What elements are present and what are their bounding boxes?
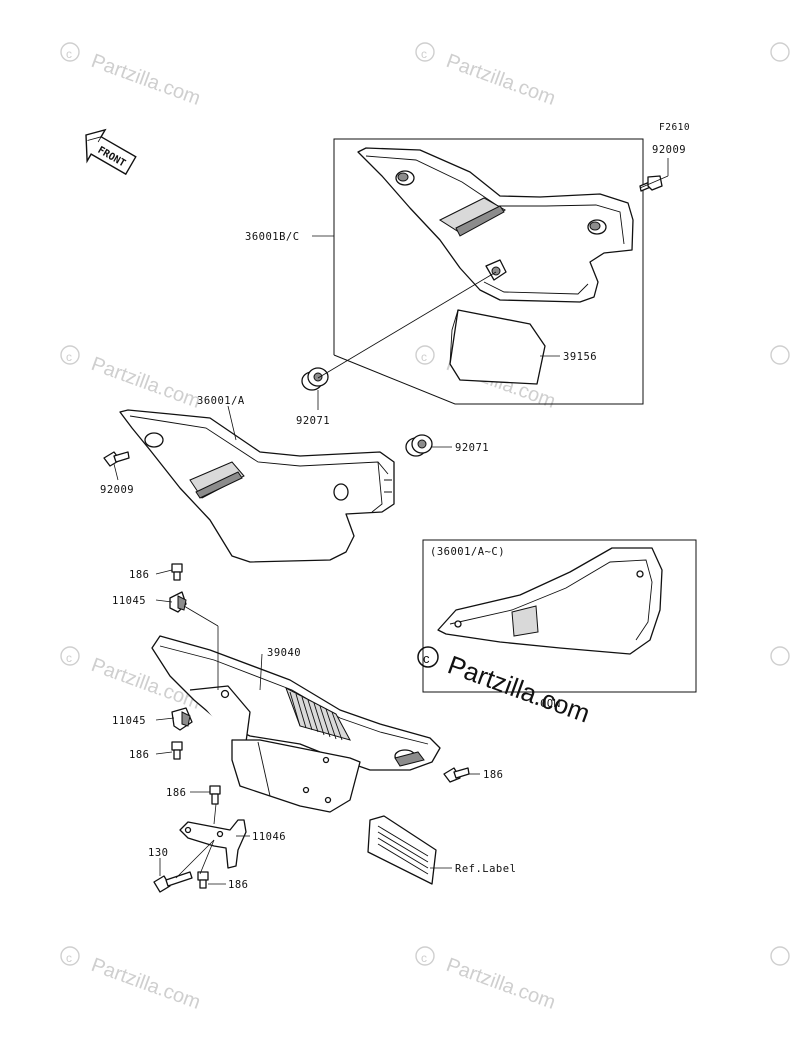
leader-11045-a xyxy=(155,599,173,603)
bolt-130 xyxy=(153,871,193,893)
side-cover-upper xyxy=(357,147,634,303)
callout-11046: 11046 xyxy=(252,831,286,843)
leader-92009-top xyxy=(639,175,669,189)
callout-39156: 39156 xyxy=(563,351,597,363)
svg-text:c: c xyxy=(66,651,72,665)
callout-36001a: 36001/A xyxy=(197,395,245,407)
bolt-186-e xyxy=(197,871,209,889)
copyright-icon xyxy=(417,646,439,668)
clamp-11045-mid xyxy=(171,707,193,731)
side-cover-left xyxy=(119,409,395,563)
callout-186-e: 186 xyxy=(228,879,248,891)
watermark-2: c Partzilla.com xyxy=(415,42,558,110)
figure-code: F2610 xyxy=(659,122,690,133)
watermark-text: Partzilla.com xyxy=(88,954,203,1014)
big-watermark: c Partzilla.com xyxy=(417,646,594,729)
svg-text:c: c xyxy=(66,350,72,364)
callout-186-b: 186 xyxy=(129,749,149,761)
svg-text:c: c xyxy=(423,651,430,666)
leader-36001a xyxy=(227,405,237,441)
leader-92009-left xyxy=(113,463,119,481)
clamp-11045-top xyxy=(169,591,187,613)
big-watermark-text: Partzilla.com xyxy=(444,649,594,728)
callout-130: 130 xyxy=(148,847,168,859)
watermark-8 xyxy=(770,646,790,666)
callout-36001bc: 36001B/C xyxy=(245,231,300,243)
svg-text:c: c xyxy=(421,47,427,61)
watermark-1: c Partzilla.com xyxy=(60,42,203,110)
callout-92071-a: 92071 xyxy=(296,415,330,427)
callout-39040: 39040 xyxy=(267,647,301,659)
svg-text:c: c xyxy=(66,47,72,61)
watermark-text: Partzilla.com xyxy=(443,50,558,110)
svg-text:c: c xyxy=(66,951,72,965)
watermark-10: c Partzilla.com xyxy=(415,946,558,1014)
watermark-4: c Partzilla.com xyxy=(60,345,203,413)
inset-tag: MOD xyxy=(540,696,560,708)
callout-92009-left: 92009 xyxy=(100,484,134,496)
callout-ref-label: Ref.Label xyxy=(455,863,516,875)
watermark-text: Partzilla.com xyxy=(88,353,203,413)
bolt-186-c xyxy=(443,767,470,783)
inset-box xyxy=(422,539,697,693)
bolt-186-d xyxy=(209,785,221,805)
inset-side-cover xyxy=(437,547,663,655)
inset-title: (36001/A~C) xyxy=(430,546,505,558)
bolt-186-a xyxy=(171,563,183,581)
callout-92009-top: 92009 xyxy=(652,144,686,156)
callout-186-c: 186 xyxy=(483,769,503,781)
watermark-3 xyxy=(770,42,790,62)
watermark-text: Partzilla.com xyxy=(88,50,203,110)
watermark-6 xyxy=(770,345,790,365)
leader-186-b xyxy=(155,751,173,755)
bracket-plate xyxy=(231,739,361,813)
watermark-11 xyxy=(770,946,790,966)
bolt-92009-left xyxy=(103,451,130,467)
grommet-92071-a xyxy=(301,367,329,391)
ref-label-plate xyxy=(367,815,437,885)
watermark-9: c Partzilla.com xyxy=(60,946,203,1014)
callout-92071-b: 92071 xyxy=(455,442,489,454)
bracket-11046 xyxy=(179,819,247,869)
bolt-186-b xyxy=(171,741,183,760)
group-frame-upper xyxy=(333,138,644,405)
svg-text:c: c xyxy=(421,350,427,364)
callout-labels: 92009 36001B/C 39156 92071 36001/A 92071… xyxy=(100,144,686,891)
leader-grommet-to-cover xyxy=(317,271,497,379)
leader-186-a xyxy=(155,569,173,575)
callout-186-a: 186 xyxy=(129,569,149,581)
callout-11045-a: 11045 xyxy=(112,595,146,607)
plate-39156 xyxy=(449,309,546,385)
leader-11045-b xyxy=(155,717,175,721)
callout-186-d: 186 xyxy=(166,787,186,799)
leader-39040 xyxy=(259,653,263,691)
front-arrow-icon: FRONT xyxy=(85,128,137,176)
watermark-text: Partzilla.com xyxy=(443,954,558,1014)
grommet-92071-b xyxy=(405,434,433,457)
svg-text:c: c xyxy=(421,951,427,965)
callout-11045-b: 11045 xyxy=(112,715,146,727)
